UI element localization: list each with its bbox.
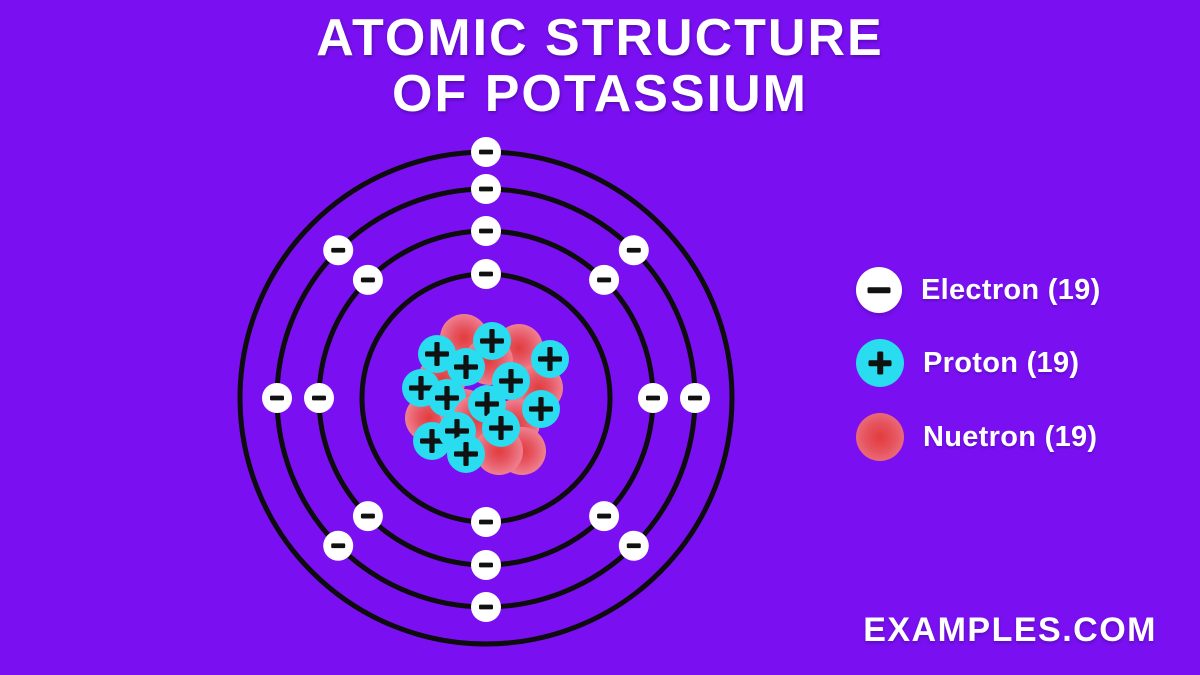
- electron: [471, 592, 501, 622]
- nucleus: [402, 314, 569, 475]
- minus-icon: [479, 149, 493, 155]
- proton: [418, 335, 456, 373]
- electron-minus-icon: [856, 267, 902, 313]
- legend-label-electron: Electron (19): [921, 273, 1101, 306]
- electron: [471, 137, 501, 167]
- minus-icon: [597, 277, 612, 283]
- electron: [680, 383, 710, 413]
- minus-icon: [360, 513, 375, 519]
- minus-icon: [479, 228, 493, 234]
- title-line-1: ATOMIC STRUCTURE: [316, 9, 884, 67]
- electron: [618, 235, 649, 266]
- minus-icon: [626, 543, 641, 549]
- minus-icon: [479, 271, 493, 277]
- minus-icon: [312, 395, 326, 401]
- minus-icon: [688, 395, 702, 401]
- electron: [589, 501, 620, 532]
- minus-icon: [479, 186, 493, 192]
- proton: [482, 409, 520, 447]
- proton: [447, 435, 485, 473]
- electron: [589, 264, 620, 295]
- legend-item-proton: Proton (19): [856, 339, 1101, 387]
- legend-item-electron: Electron (19): [856, 267, 1101, 313]
- minus-icon: [597, 513, 612, 519]
- electron: [618, 530, 649, 561]
- legend-item-neutron: Nuetron (19): [856, 413, 1101, 461]
- proton: [473, 322, 511, 360]
- legend: Electron (19) Proton (19) Nuetron (19): [856, 267, 1101, 461]
- legend-label-proton: Proton (19): [923, 346, 1080, 379]
- proton-plus-icon: [856, 339, 904, 387]
- proton: [531, 340, 569, 378]
- proton: [492, 362, 530, 400]
- electron: [471, 216, 501, 246]
- electron: [471, 259, 501, 289]
- title-line-2: OF POTASSIUM: [392, 65, 808, 124]
- minus-icon: [331, 247, 346, 253]
- watermark: EXAMPLES.COM: [863, 611, 1157, 649]
- proton: [447, 348, 485, 386]
- electron: [304, 383, 334, 413]
- minus-icon: [270, 395, 284, 401]
- electron: [262, 383, 292, 413]
- minus-icon: [479, 519, 493, 525]
- page-title: ATOMIC STRUCTURE OF POTASSIUM: [0, 10, 1200, 122]
- electron: [638, 383, 668, 413]
- electron: [471, 550, 501, 580]
- electron: [471, 174, 501, 204]
- minus-icon: [331, 543, 346, 549]
- minus-icon: [479, 604, 493, 610]
- minus-icon: [360, 277, 375, 283]
- electron: [352, 264, 383, 295]
- electron: [471, 507, 501, 537]
- electron: [352, 501, 383, 532]
- proton: [522, 390, 560, 428]
- electron: [323, 530, 354, 561]
- neutron-sphere-icon: [856, 413, 904, 461]
- minus-icon: [646, 395, 660, 401]
- minus-icon: [479, 562, 493, 568]
- minus-icon: [626, 247, 641, 253]
- electron: [323, 235, 354, 266]
- legend-label-neutron: Nuetron (19): [923, 420, 1098, 453]
